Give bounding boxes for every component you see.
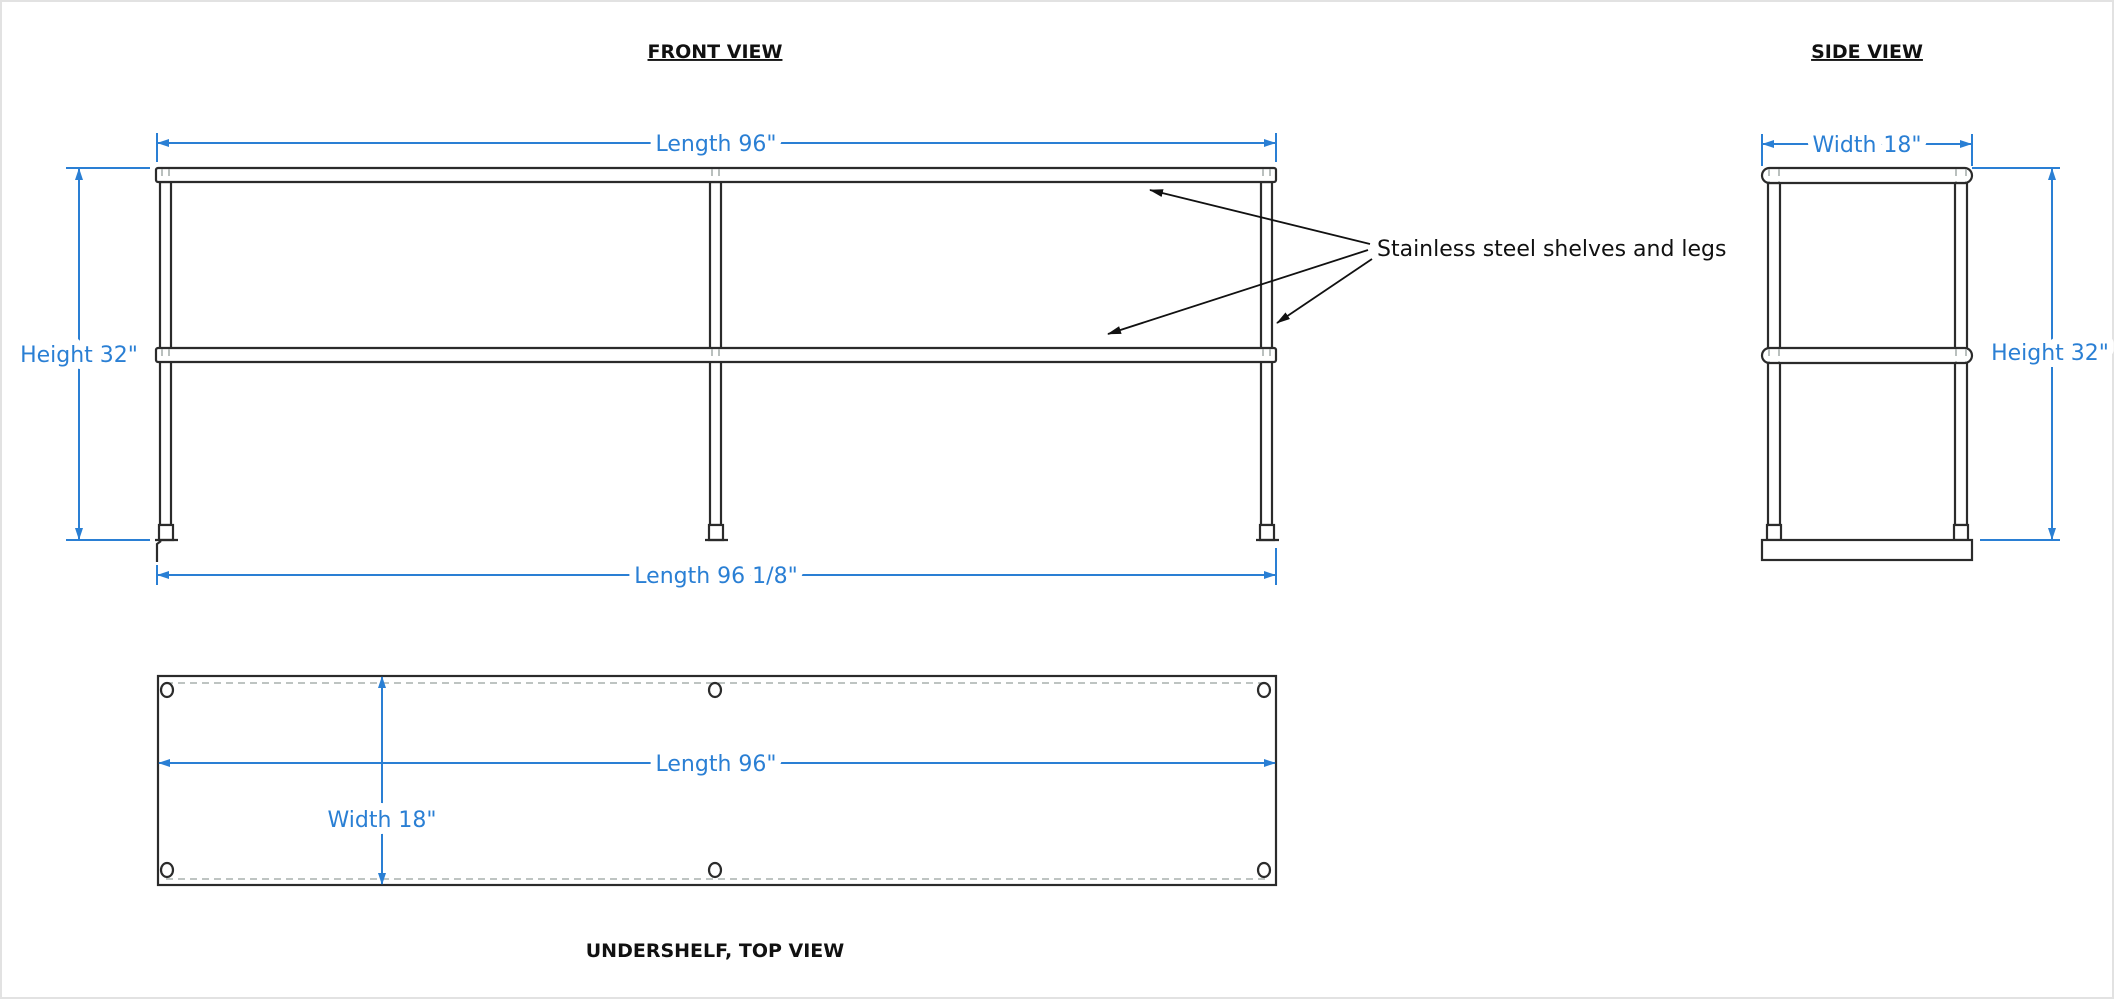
top-length-label: Length 96" xyxy=(656,752,777,777)
front-height-dimension: Height 32" xyxy=(13,167,150,541)
front-length-top-label: Length 96" xyxy=(656,132,777,157)
side-view: Width 18" Height 32" xyxy=(1760,126,2116,562)
side-width-label: Width 18" xyxy=(1812,133,1921,158)
side-under-shelf xyxy=(1760,346,1974,365)
front-length-bottom-label: Length 96 1/8" xyxy=(634,564,797,589)
side-view-title: SIDE VIEW xyxy=(1811,41,1923,63)
front-height-label: Height 32" xyxy=(20,343,138,368)
side-height-label: Height 32" xyxy=(1991,341,2109,366)
undershelf-top-view: Length 96" Width 18" xyxy=(156,674,1278,887)
top-width-dimension: Width 18" xyxy=(320,676,444,885)
front-top-shelf xyxy=(154,166,1278,184)
side-top-shelf xyxy=(1760,166,1974,185)
top-view-title: UNDERSHELF, TOP VIEW xyxy=(586,940,845,962)
front-under-shelf xyxy=(154,346,1278,364)
side-base xyxy=(1760,538,1974,562)
top-width-label: Width 18" xyxy=(327,808,436,833)
leg-holes xyxy=(159,681,1272,879)
front-length-bottom-dimension: Length 96 1/8" xyxy=(156,548,1277,596)
top-length-dimension: Length 96" xyxy=(158,745,1276,784)
front-view-title: FRONT VIEW xyxy=(648,41,783,63)
material-callout: Stainless steel shelves and legs xyxy=(1107,189,1726,335)
side-height-dimension: Height 32" xyxy=(1972,167,2116,541)
front-view: Length 96" Length 96 1/8" Height 32" Sta… xyxy=(13,125,1726,596)
side-width-dimension: Width 18" xyxy=(1761,126,1973,166)
undershelf-outline xyxy=(156,674,1278,887)
material-callout-text: Stainless steel shelves and legs xyxy=(1377,237,1726,262)
front-length-top-dimension: Length 96" xyxy=(156,125,1277,164)
